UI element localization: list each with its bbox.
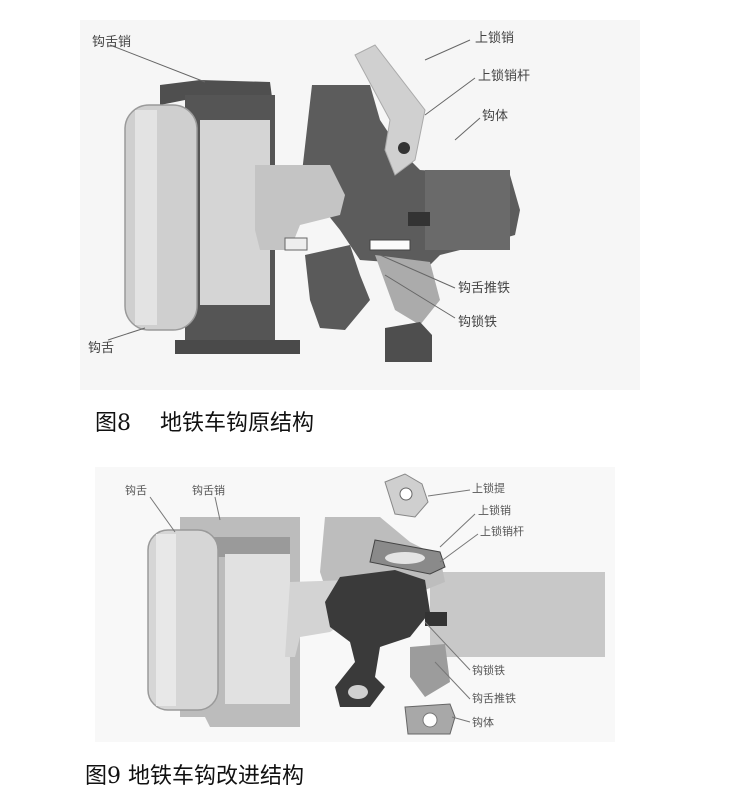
fig8-label-tongue: 钩舌 — [88, 341, 114, 356]
fig9-frame-top-strip — [205, 537, 290, 557]
fig8-cylinder-highlight — [135, 110, 157, 325]
fig8-detail-gap — [369, 239, 411, 251]
fig8-tongue-arm — [255, 165, 345, 250]
fig9-lock-iron — [325, 570, 430, 707]
fig9-lock-rod-slot — [385, 552, 425, 564]
figure-8-svg: 钩舌销 上锁销 上锁销杆 钩体 钩舌推铁 钩锁铁 钩舌 — [80, 20, 640, 390]
fig9-label-upper-lock-pin: 上锁销 — [478, 503, 511, 517]
figure-9-caption: 图9 地铁车钩改进结构 — [85, 764, 304, 789]
fig9-label-lock-iron: 钩锁铁 — [472, 663, 505, 677]
figure-8-caption: 图8 地铁车钩原结构 — [95, 411, 314, 436]
figure-9-diagram: 钩舌 钩舌销 上锁提 上锁销 上锁销杆 钩锁铁 钩舌推铁 钩体 — [0, 462, 732, 742]
fig8-detail-block — [408, 212, 430, 226]
fig8-body-right — [425, 170, 510, 250]
fig8-label-lock-iron: 钩锁铁 — [458, 314, 497, 330]
fig9-cylinder-highlight — [156, 534, 176, 706]
fig9-body-right — [430, 572, 605, 657]
fig8-label-tongue-push-iron: 钩舌推铁 — [458, 281, 510, 296]
fig9-label-upper-lock-lifter: 上锁提 — [472, 481, 505, 495]
fig9-push-iron — [410, 644, 450, 697]
figure-8-diagram: 钩舌销 上锁销 上锁销杆 钩体 钩舌推铁 钩锁铁 钩舌 — [0, 0, 732, 395]
fig8-label-tongue-pin: 钩舌销 — [92, 35, 131, 50]
fig8-leader-lines — [107, 39, 481, 341]
fig9-label-body: 钩体 — [472, 715, 494, 729]
fig9-label-tongue-pin: 钩舌销 — [192, 483, 225, 497]
fig8-label-upper-lock-pin: 上锁销 — [475, 30, 514, 46]
fig9-detail-block — [425, 612, 447, 626]
fig9-body-bottom-hole — [422, 712, 438, 728]
fig9-label-tongue-push-iron: 钩舌推铁 — [472, 691, 516, 705]
fig8-label-upper-lock-rod: 上锁销杆 — [478, 68, 530, 84]
fig8-upper-lock-rod — [354, 44, 426, 176]
fig9-leader-lines — [149, 489, 479, 723]
fig8-label-body: 钩体 — [482, 109, 508, 124]
fig9-label-upper-lock-rod: 上锁销杆 — [480, 524, 524, 538]
fig9-label-tongue: 钩舌 — [125, 483, 147, 497]
fig8-detail-slot — [284, 237, 308, 251]
fig8-lock-iron — [385, 322, 432, 362]
fig9-lifter-hole — [399, 487, 413, 501]
fig9-inner-plate — [225, 554, 290, 704]
fig8-lock-iron-light — [375, 255, 440, 325]
fig8-lock-pin-hole — [398, 142, 410, 154]
fig9-lock-iron-hole — [348, 685, 368, 699]
fig8-base — [175, 340, 300, 354]
fig8-push-iron — [305, 245, 370, 330]
figure-9-svg: 钩舌 钩舌销 上锁提 上锁销 上锁销杆 钩锁铁 钩舌推铁 钩体 — [95, 467, 615, 742]
